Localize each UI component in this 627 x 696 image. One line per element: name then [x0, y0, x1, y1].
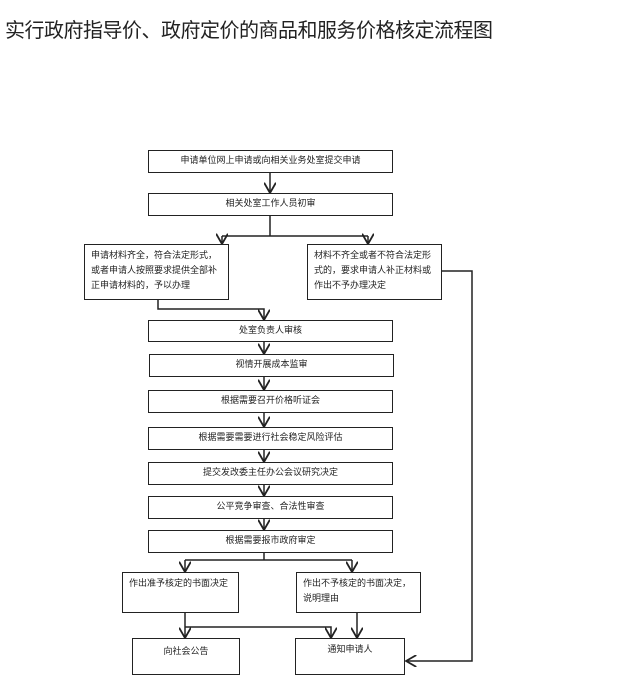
page-title: 实行政府指导价、政府定价的商品和服务价格核定流程图: [5, 18, 493, 42]
arrow-12-15: [185, 626, 331, 638]
step-reject-decision: 作出不予核定的书面决定，说明理由: [296, 572, 421, 613]
step-materials-complete: 申请材料齐全，符合法定形式，或者申请人按照要求提供全部补正申请材料的，予以办理: [84, 244, 229, 300]
branch-11: [185, 553, 352, 561]
step-head-review: 处室负责人审核: [148, 320, 393, 342]
arrow-3-5: [157, 300, 264, 320]
branch-2: [222, 216, 368, 237]
step-initial-review: 相关处室工作人员初审: [148, 193, 393, 216]
step-fair-competition-review: 公平竞争审查、合法性审查: [148, 496, 393, 519]
step-public-announcement: 向社会公告: [132, 638, 240, 675]
step-director-meeting: 提交发改委主任办公会议研究决定: [148, 462, 393, 485]
step-submit-application: 申请单位网上申请或向相关业务处室提交申请: [148, 150, 393, 173]
step-risk-assessment: 根据需要需要进行社会稳定风险评估: [148, 427, 393, 450]
arrow-4-15: [406, 270, 473, 661]
step-city-government-approval: 根据需要报市政府审定: [148, 530, 393, 553]
step-materials-incomplete: 材料不齐全或者不符合法定形式的，要求申请人补正材料或作出不予办理决定: [307, 244, 442, 300]
step-price-hearing: 根据需要召开价格听证会: [148, 390, 393, 413]
step-cost-audit: 视情开展成本监审: [149, 354, 394, 377]
step-notify-applicant: 通知申请人: [295, 638, 405, 675]
step-approve-decision: 作出准予核定的书面决定: [122, 572, 239, 613]
